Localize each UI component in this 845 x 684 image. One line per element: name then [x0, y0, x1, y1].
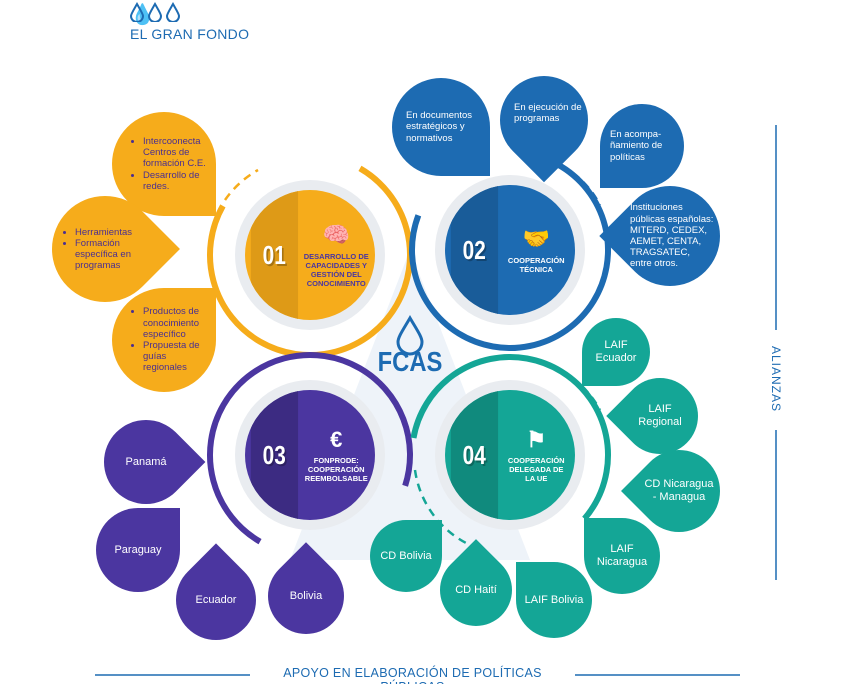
drop-teal: LAIF Ecuador: [582, 318, 650, 386]
drop-teal: LAIF Nicaragua: [584, 518, 660, 594]
drop-blue: En documentos estratégicos y normativos: [392, 78, 490, 176]
drop-purple: Panamá: [86, 402, 206, 522]
drop-purple: Bolivia: [252, 542, 360, 650]
drop-text: En documentos estratégicos y normativos: [406, 110, 473, 144]
fcas-drop-icon: [396, 315, 424, 356]
brain-circuit-icon: 🧠: [322, 222, 350, 248]
drop-text: Instituciones públicas españolas: MITERD…: [630, 202, 714, 270]
drop-text: CD Nicaragua - Managua: [644, 478, 714, 503]
bullet-item: Productos de conocimiento específico: [143, 306, 210, 340]
drop-text: Paraguay: [114, 543, 162, 556]
side-label: ALIANZAS: [769, 345, 783, 413]
drop-text: Bolivia: [289, 589, 323, 602]
bullet-item: Intercoonecta Centros de formación C.E.: [143, 136, 210, 170]
drop-icon: [147, 2, 163, 22]
drop-teal: CD Nicaragua - Managua: [621, 433, 737, 549]
bullet-item: Formación específica en programas: [75, 238, 152, 272]
pillar-title: COOPERACIÓN DELEGADA DE LA UE: [507, 456, 565, 484]
drop-blue: Instituciones públicas españolas: MITERD…: [599, 165, 741, 307]
people-euro-icon: €: [330, 426, 343, 452]
footer-label: APOYO EN ELABORACIÓN DE POLÍTICAS PÚBLIC…: [283, 666, 542, 684]
drop-purple: Ecuador: [159, 543, 273, 657]
bullet-item: Propuesta de guías regionales: [143, 340, 210, 374]
drop-teal: LAIF Regional: [606, 362, 714, 470]
drop-text: Ecuador: [195, 593, 237, 606]
drop-text: HerramientasFormación específica en prog…: [52, 196, 158, 302]
drop-text: LAIF Bolivia: [524, 593, 584, 606]
ring-orange: [207, 152, 413, 358]
pillar-04-core: 04 ⚑ COOPERACIÓN DELEGADA DE LA UE: [445, 390, 575, 520]
pillar-02-core: 02 🤝 COOPERACIÓN TÉCNICA: [445, 185, 575, 315]
pillar-number: 02: [450, 185, 498, 315]
eu-flag-icon: ⚑: [526, 426, 547, 452]
header-drop-icons: [129, 2, 181, 22]
drop-text: CD Bolivia: [380, 549, 432, 562]
drop-purple: Paraguay: [96, 508, 180, 592]
ring-purple: [207, 352, 413, 558]
pillar-title: DESARROLLO DE CAPACIDADES Y GESTIÓN DEL …: [303, 251, 369, 288]
center-label: FCAS: [377, 346, 443, 377]
drop-text: LAIF Ecuador: [595, 339, 637, 364]
pillar-03-core: 03 € FONPRODE: COOPERACIÓN REEMBOLSABLE: [245, 390, 375, 520]
drop-text: CD Haití: [455, 583, 497, 596]
drop-text: Productos de conocimiento específicoProp…: [112, 288, 216, 392]
drop-shape: [600, 104, 684, 188]
pillar-number: 01: [250, 190, 298, 320]
drop-orange: HerramientasFormación específica en prog…: [30, 174, 180, 324]
drop-icon: [165, 2, 181, 22]
pillar-title: COOPERACIÓN TÉCNICA: [507, 255, 565, 274]
drop-orange: Productos de conocimiento específicoProp…: [112, 288, 216, 392]
pillar-title: FONPRODE: COOPERACIÓN REEMBOLSABLE: [304, 456, 368, 484]
header-title: EL GRAN FONDO: [130, 26, 250, 42]
drop-teal: LAIF Bolivia: [516, 562, 592, 638]
drop-text: Intercoonecta Centros de formación C.E.D…: [112, 112, 216, 216]
drop-text: En acompa- ñamiento de políticas: [610, 129, 663, 163]
drop-text: Panamá: [125, 455, 167, 468]
drop-icon: [129, 2, 145, 22]
pillar-number: 03: [250, 390, 298, 520]
pillar-01-core: 01 🧠 DESARROLLO DE CAPACIDADES Y GESTIÓN …: [245, 190, 375, 320]
bullet-item: Herramientas: [75, 227, 152, 238]
drop-blue: En acompa- ñamiento de políticas: [600, 104, 684, 188]
drop-text: En ejecución de programas: [514, 102, 582, 125]
drop-shape: [582, 318, 650, 386]
drop-orange: Intercoonecta Centros de formación C.E.D…: [112, 112, 216, 216]
handshake-icon: 🤝: [522, 226, 550, 252]
pillar-number: 04: [450, 390, 498, 520]
drop-teal: CD Haití: [425, 539, 527, 641]
bullet-item: Desarrollo de redes.: [143, 170, 210, 192]
drop-blue: En ejecución de programas: [481, 57, 607, 183]
drop-text: LAIF Regional: [638, 403, 682, 428]
drop-text: LAIF Nicaragua: [596, 543, 648, 568]
ring-teal: [409, 354, 611, 556]
drop-teal: CD Bolivia: [370, 520, 442, 592]
